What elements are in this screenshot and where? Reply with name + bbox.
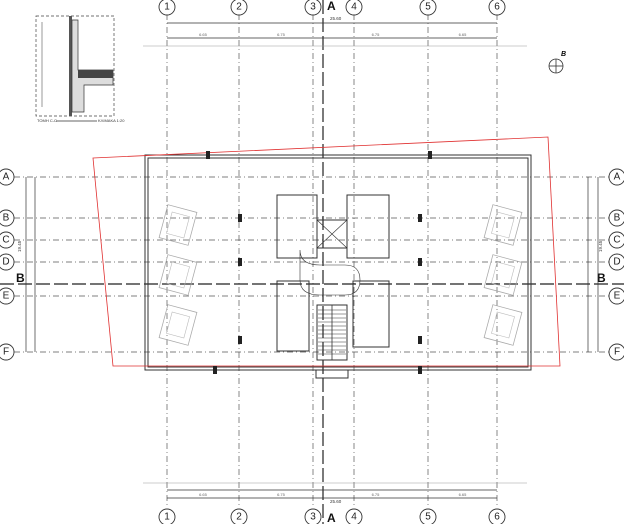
row-axis-bubble	[0, 231, 15, 249]
overall-height-right: 19.45	[598, 240, 603, 252]
column-axis-label: 4	[351, 512, 357, 523]
column-axis-bubble	[304, 0, 322, 16]
column-axis-label: 3	[310, 512, 316, 523]
span-dimension: 6.65	[199, 32, 208, 37]
row-axis-label: D	[613, 257, 620, 268]
parking-block	[483, 204, 523, 246]
structural-column	[418, 214, 422, 222]
parking-block	[158, 204, 198, 246]
parking-blocks	[158, 151, 523, 374]
column-axis-label: 1	[164, 512, 170, 523]
parking-block	[158, 304, 198, 346]
structural-column	[238, 214, 242, 222]
column-axis-label: 4	[351, 2, 357, 13]
structural-column	[418, 336, 422, 344]
structural-column	[238, 336, 242, 344]
column-axis-bubble	[230, 508, 248, 524]
row-axis-bubble	[608, 287, 624, 305]
column-axis-label: 6	[494, 2, 500, 13]
detail-title: ΤΟΜΗ C-C	[37, 118, 57, 123]
span-dimension: 6.75	[372, 32, 381, 37]
column-axis-bubble	[419, 508, 437, 524]
parking-block-inner	[166, 311, 190, 339]
detail-scale: ΚΛΙΜΑΚΑ 1:20	[98, 118, 125, 123]
column-axis-bubble	[488, 508, 506, 524]
parking-block	[158, 254, 198, 296]
span-dimension: 6.75	[277, 32, 286, 37]
row-axis-bubble	[608, 231, 624, 249]
section-marker-b: B	[597, 271, 606, 285]
row-axis-bubble	[0, 253, 15, 271]
column-axis-label: 3	[310, 2, 316, 13]
row-axis-label: E	[614, 291, 621, 302]
overall-width-bottom: 25.60	[330, 499, 342, 504]
column-axis-bubble	[158, 0, 176, 16]
row-axis-bubble	[608, 343, 624, 361]
structural-column	[418, 258, 422, 266]
structural-column	[213, 366, 217, 374]
row-axis-label: B	[614, 213, 621, 224]
structural-column	[418, 366, 422, 374]
staircase	[318, 305, 346, 360]
structural-column	[206, 151, 210, 159]
column-axis-label: 1	[164, 2, 170, 13]
column-axis-bubble	[230, 0, 248, 16]
parking-block-inner	[166, 211, 190, 239]
section-marker-b: B	[16, 271, 25, 285]
row-axis-bubble	[0, 168, 15, 186]
span-dimension: 6.75	[277, 492, 286, 497]
structural-column	[428, 151, 432, 159]
row-axis-label: D	[2, 257, 9, 268]
row-axis-bubble	[608, 253, 624, 271]
parking-block	[483, 304, 523, 346]
column-axis-bubble	[158, 508, 176, 524]
column-axis-label: 2	[236, 512, 242, 523]
site-boundary	[92, 136, 561, 367]
column-axis-bubble	[488, 0, 506, 16]
row-axis-bubble	[608, 209, 624, 227]
column-axis-bubble	[304, 508, 322, 524]
column-axis-label: 6	[494, 512, 500, 523]
row-axis-label: E	[3, 291, 10, 302]
column-axis-bubble	[345, 508, 363, 524]
row-axis-bubble	[0, 343, 15, 361]
column-axis-bubble	[345, 0, 363, 16]
parking-block	[483, 254, 523, 296]
parking-block-inner	[491, 261, 515, 289]
column-axis-label: 2	[236, 2, 242, 13]
span-dimension: 6.75	[372, 492, 381, 497]
section-detail: ΤΟΜΗ C-C ΚΛΙΜΑΚΑ 1:20	[35, 15, 125, 123]
parking-block-inner	[491, 311, 515, 339]
column-axis-bubble	[419, 0, 437, 16]
row-axis-bubble	[0, 287, 15, 305]
overall-width-top: 25.60	[330, 16, 342, 21]
row-axis-bubble	[0, 209, 15, 227]
north-arrow-icon: B	[548, 51, 566, 74]
parking-block-inner	[166, 261, 190, 289]
row-axis-label: A	[614, 172, 621, 183]
section-marker-a: A	[327, 511, 336, 524]
row-axis-label: F	[3, 347, 9, 358]
north-label: B	[561, 51, 566, 58]
building-core	[276, 194, 390, 379]
parking-block-inner	[491, 211, 515, 239]
column-axis-label: 5	[425, 2, 431, 13]
row-axis-bubble	[608, 168, 624, 186]
structural-column	[238, 258, 242, 266]
row-axis-label: B	[3, 213, 10, 224]
span-dimension: 6.65	[459, 492, 468, 497]
column-axis-label: 5	[425, 512, 431, 523]
row-axis-label: C	[2, 235, 9, 246]
span-dimension: 6.65	[459, 32, 468, 37]
row-axis-label: C	[613, 235, 620, 246]
overall-height-left: 19.45	[17, 240, 22, 252]
section-marker-a: A	[327, 0, 336, 13]
row-axis-label: A	[3, 172, 10, 183]
row-axis-label: F	[614, 347, 620, 358]
span-dimension: 6.65	[199, 492, 208, 497]
